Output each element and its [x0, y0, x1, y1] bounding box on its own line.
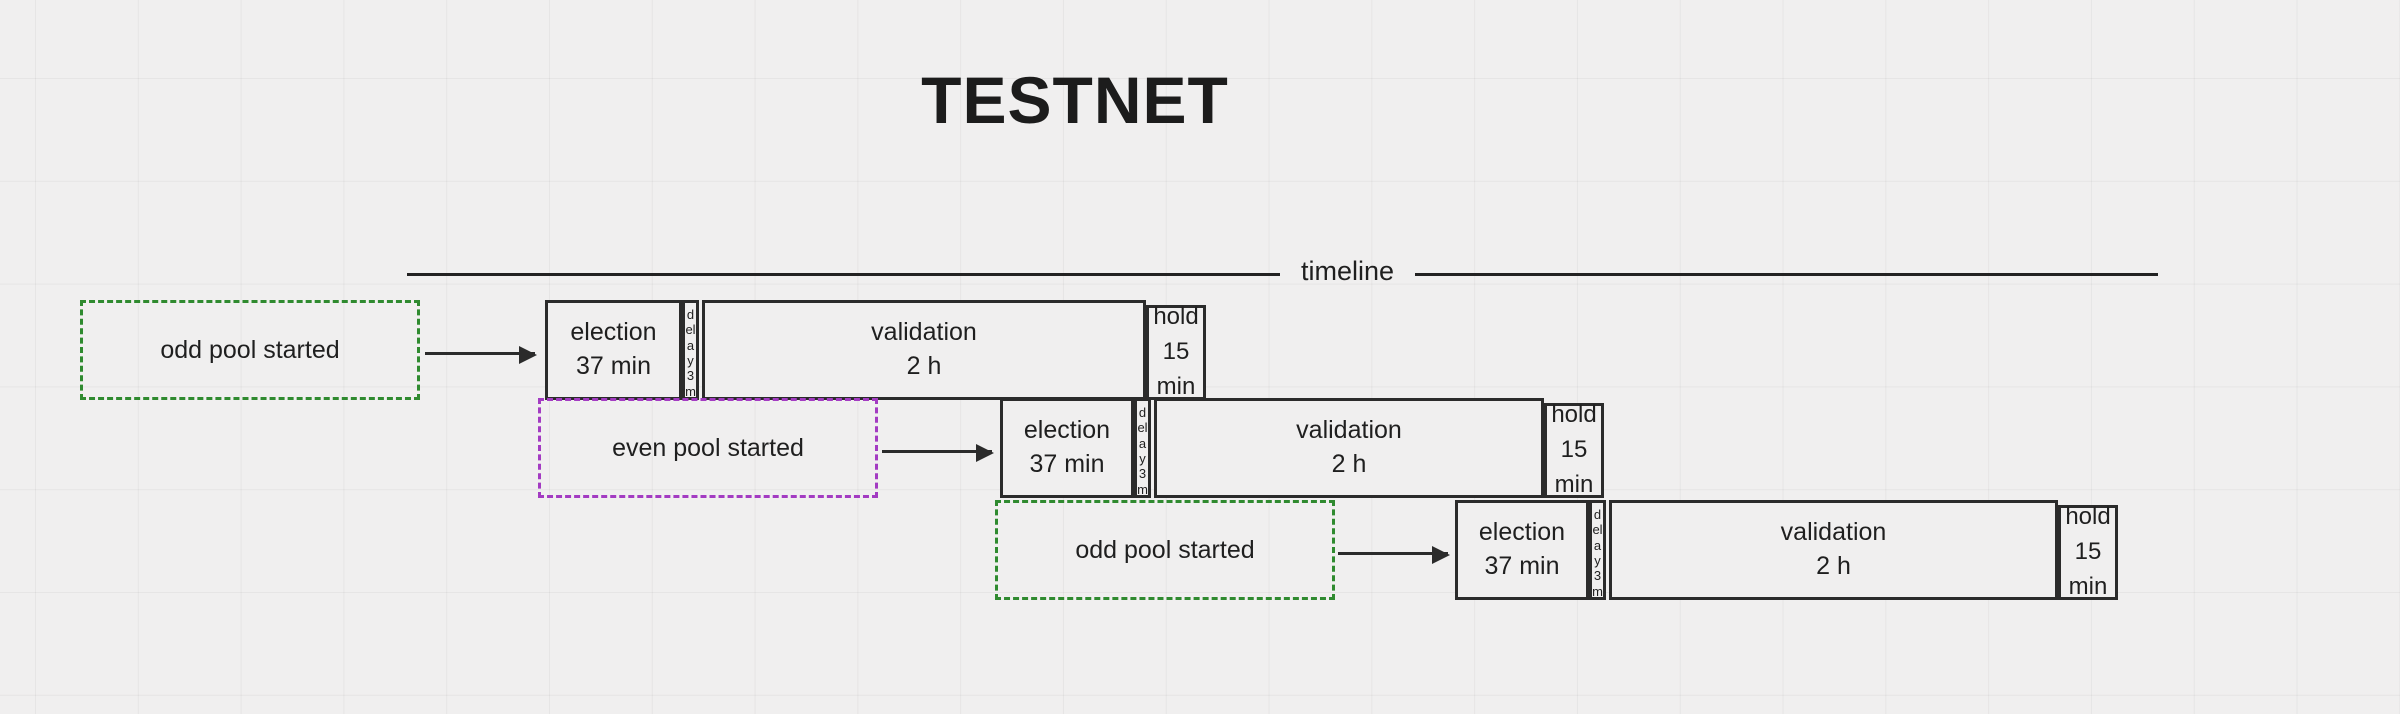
arrow-3 — [1338, 546, 1450, 564]
arrow-1 — [425, 346, 537, 364]
phase-delay-label-3: delay 3 min — [1592, 507, 1603, 599]
phase-delay-2[interactable]: delay 3 min — [1134, 398, 1151, 498]
phase-delay-1[interactable]: delay 3 min — [682, 300, 699, 400]
phase-delay-3[interactable]: delay 3 min — [1589, 500, 1606, 600]
phase-delay-label-1: delay 3 min — [685, 307, 696, 399]
event-even-pool-started-2[interactable]: even pool started — [538, 398, 878, 498]
timeline-axis-left — [407, 273, 1280, 276]
event-odd-pool-started-3[interactable]: odd pool started — [995, 500, 1335, 600]
timeline-label: timeline — [1300, 256, 1395, 286]
page-title: TESTNET — [921, 63, 1229, 137]
phase-delay-label-2: delay 3 min — [1137, 405, 1148, 497]
event-label: even pool started — [612, 433, 804, 462]
event-odd-pool-started-1[interactable]: odd pool started — [80, 300, 420, 400]
arrow-2 — [882, 444, 994, 462]
timeline-axis-right — [1415, 273, 2158, 276]
event-label: odd pool started — [160, 335, 340, 364]
event-label: odd pool started — [1075, 535, 1255, 564]
